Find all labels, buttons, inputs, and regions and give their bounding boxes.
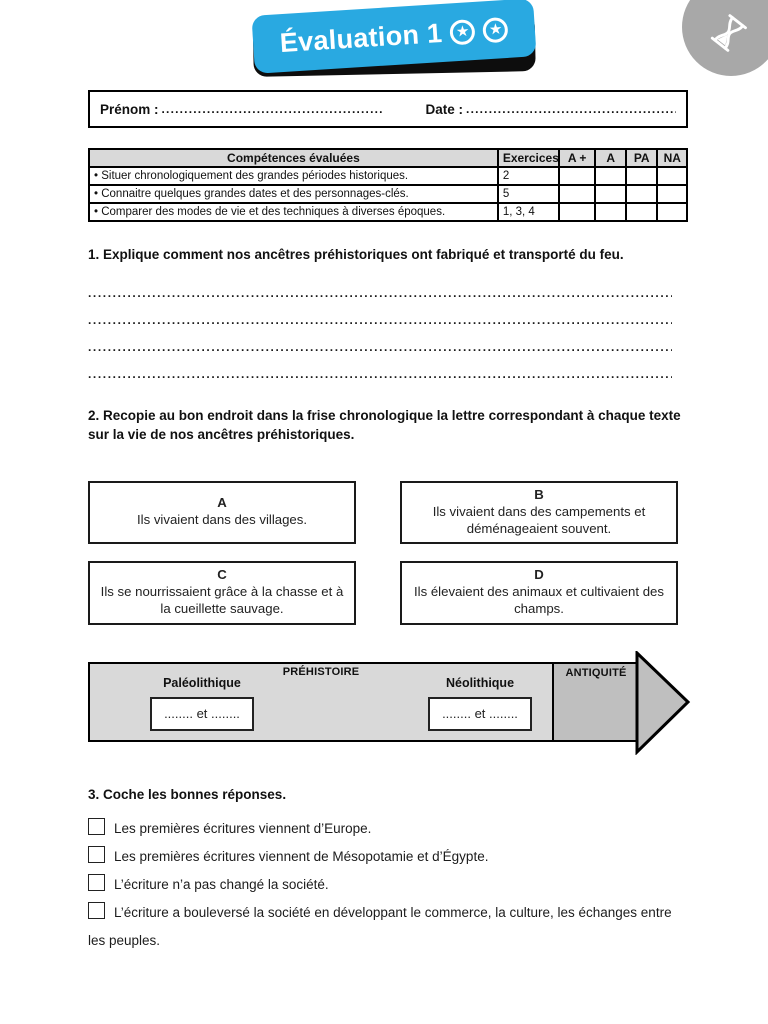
mark-cell (594, 184, 627, 204)
checkbox[interactable] (88, 818, 105, 836)
timeline-bar: PRÉHISTOIRE Paléolithique ........ et ..… (88, 661, 640, 742)
card-d: D Ils élevaient des animaux et cultivaie… (400, 561, 678, 625)
competence-cell: • Connaitre quelques grandes dates et de… (88, 184, 499, 204)
mark-cell (557, 166, 597, 186)
question-3-title: 3. Coche les bonnes réponses. (88, 786, 287, 802)
timeline-prehistoire-zone: PRÉHISTOIRE Paléolithique ........ et ..… (90, 663, 552, 740)
content-column: Prénom : ...............................… (88, 90, 691, 955)
neolithique-answer-box: ........ et ........ (428, 696, 532, 731)
answer-line: ........................................… (88, 366, 672, 381)
exercices-cell: 1, 3, 4 (496, 202, 560, 222)
question-2-title: 2. Recopie au bon endroit dans la frise … (88, 407, 681, 443)
option-row: L’écriture n’a pas changé la société. (88, 871, 688, 899)
card-letter: D (534, 567, 544, 583)
prenom-field: ........................................… (161, 102, 384, 116)
paleolithique-group: Paléolithique ........ et ........ (150, 676, 254, 731)
option-row: L’écriture a bouleversé la société en dé… (88, 899, 688, 955)
neolithique-group: Néolithique ........ et ........ (428, 676, 532, 731)
card-c: C Ils se nourrissaient grâce à la chasse… (88, 561, 356, 625)
card-text: Ils élevaient des animaux et cultivaient… (414, 584, 664, 617)
mark-cell (557, 202, 597, 222)
timeline-arrow-icon (635, 650, 691, 755)
header-pa: PA (624, 148, 659, 168)
option-row: Les premières écritures viennent de Méso… (88, 843, 688, 871)
card-letter: B (534, 486, 544, 502)
competence-cell: • Comparer des modes de vie et des techn… (88, 202, 499, 222)
card-text: Ils vivaient dans des villages. (136, 512, 308, 528)
question-3-options: Les premières écritures viennent d’Europ… (88, 815, 688, 955)
identity-box: Prénom : ...............................… (88, 90, 688, 128)
answer-line: ........................................… (88, 312, 672, 327)
mark-cell (656, 166, 688, 186)
table-row: • Connaitre quelques grandes dates et de… (88, 184, 688, 204)
paleolithique-label: Paléolithique (163, 675, 241, 690)
mark-cell (624, 184, 659, 204)
mark-cell (656, 184, 688, 204)
header-a: A (594, 148, 627, 168)
mark-cell (656, 202, 688, 222)
hourglass-badge (682, 0, 768, 76)
question-1-title: 1. Explique comment nos ancêtres préhist… (88, 247, 624, 262)
header-competences: Compétences évaluées (88, 148, 499, 168)
card-text: Ils vivaient dans des campements et démé… (432, 503, 646, 536)
checkbox[interactable] (88, 874, 105, 892)
table-row: • Comparer des modes de vie et des techn… (88, 202, 688, 222)
mark-cell (594, 166, 627, 186)
checkbox[interactable] (88, 846, 105, 864)
header-na: NA (656, 148, 688, 168)
card-a: A Ils vivaient dans des villages. (88, 480, 356, 545)
card-text: Ils se nourrissaient grâce à la chasse e… (100, 584, 344, 617)
mark-cell (594, 202, 627, 222)
option-row: Les premières écritures viennent d’Europ… (88, 815, 688, 843)
header-a-plus: A + (557, 148, 597, 168)
competence-cell: • Situer chronologiquement des grandes p… (88, 166, 499, 186)
title-banner: Évaluation 1 ★ ★ (251, 0, 537, 77)
table-row: • Situer chronologiquement des grandes p… (88, 166, 688, 186)
prehistoire-label: PRÉHISTOIRE (282, 665, 360, 678)
answer-line: ........................................… (88, 339, 672, 354)
option-label: Les premières écritures viennent d’Europ… (114, 821, 372, 837)
card-letter: A (217, 495, 227, 511)
page-title: Évaluation 1 (278, 17, 444, 58)
prenom-label: Prénom : (100, 101, 159, 117)
competences-table: Compétences évaluées Exercices A + A PA … (88, 148, 688, 222)
option-label: L’écriture n’a pas changé la société. (114, 877, 329, 893)
exercices-cell: 2 (496, 166, 560, 186)
card-b: B Ils vivaient dans des campements et dé… (400, 480, 678, 545)
checkbox[interactable] (88, 902, 105, 920)
card-letter: C (217, 567, 227, 583)
table-header-row: Compétences évaluées Exercices A + A PA … (88, 148, 688, 168)
timeline-frise: PRÉHISTOIRE Paléolithique ........ et ..… (88, 650, 691, 755)
date-field: ........................................… (466, 102, 676, 116)
mark-cell (624, 202, 659, 222)
question-1-answer-area: ........................................… (88, 273, 688, 381)
paleolithique-answer-box: ........ et ........ (150, 696, 254, 731)
antiquite-zone: ANTIQUITÉ (552, 663, 638, 740)
mark-cell (624, 166, 659, 186)
exercices-cell: 5 (496, 184, 560, 204)
question-2-cards: A Ils vivaient dans des villages. B Ils … (88, 480, 688, 625)
header-exercices: Exercices (496, 148, 560, 168)
answer-line: ........................................… (88, 285, 672, 300)
mark-cell (557, 184, 597, 204)
option-label: Les premières écritures viennent de Méso… (114, 849, 489, 865)
star-icon: ★ (449, 18, 476, 45)
date-label: Date : (425, 101, 464, 117)
option-label: L’écriture a bouleversé la société en dé… (88, 905, 672, 949)
hourglass-icon (710, 14, 747, 52)
star-icon: ★ (482, 16, 509, 43)
neolithique-label: Néolithique (445, 675, 515, 690)
